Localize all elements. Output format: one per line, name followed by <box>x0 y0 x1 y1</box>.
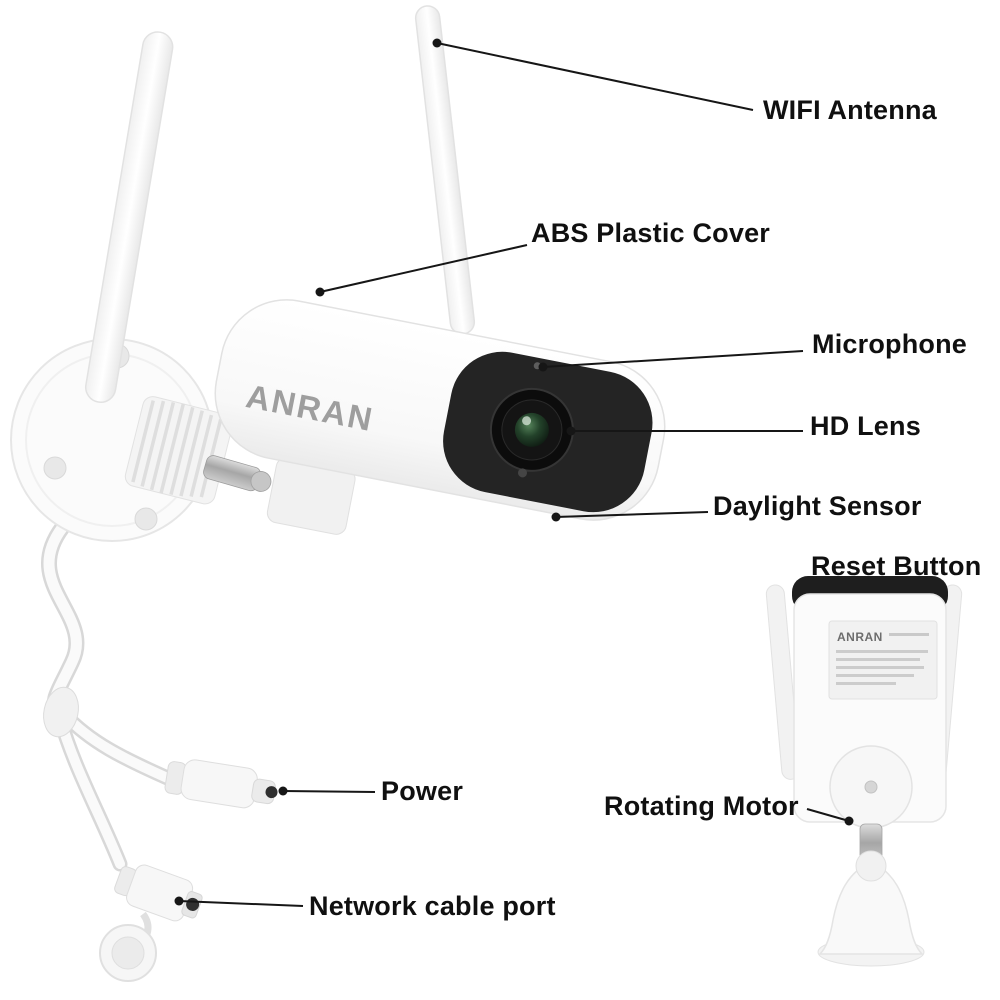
daylight-sensor-dot <box>518 468 528 478</box>
camera-body: ANRAN <box>214 299 666 535</box>
label-daylight-sensor: Daylight Sensor <box>713 491 922 521</box>
port-cap <box>99 924 157 982</box>
spec-sticker: ANRAN <box>828 620 938 700</box>
wifi-antenna-left <box>84 31 174 403</box>
label-network-cable-port: Network cable port <box>309 891 556 921</box>
cable-bundle <box>41 520 180 872</box>
network-connector <box>114 864 203 922</box>
screw-hole <box>43 456 67 480</box>
screw-hole <box>134 507 158 531</box>
lens-highlight <box>522 416 532 426</box>
ball-joint <box>855 850 887 882</box>
label-power: Power <box>381 776 464 806</box>
label-wifi-antenna: WIFI Antenna <box>763 95 937 125</box>
motor-screw <box>864 780 878 794</box>
wifi-antenna-right <box>414 5 476 335</box>
label-microphone: Microphone <box>812 329 967 359</box>
label-rotating-motor: Rotating Motor <box>604 791 799 821</box>
label-reset-button: Reset Button <box>811 551 982 581</box>
mount-cone <box>818 861 924 955</box>
label-abs-plastic-cover: ABS Plastic Cover <box>531 218 770 248</box>
camera-back-view: ANRAN <box>765 576 963 967</box>
callout-dots <box>174 38 854 906</box>
label-hd-lens: HD Lens <box>810 411 921 441</box>
cable-splitter <box>43 686 79 738</box>
power-connector <box>164 759 278 809</box>
antenna-stub-left <box>765 584 801 780</box>
power-plug-hole <box>265 786 278 799</box>
hinge-screw <box>203 455 272 492</box>
callout-lines <box>178 42 850 907</box>
sticker-brand: ANRAN <box>837 630 883 644</box>
